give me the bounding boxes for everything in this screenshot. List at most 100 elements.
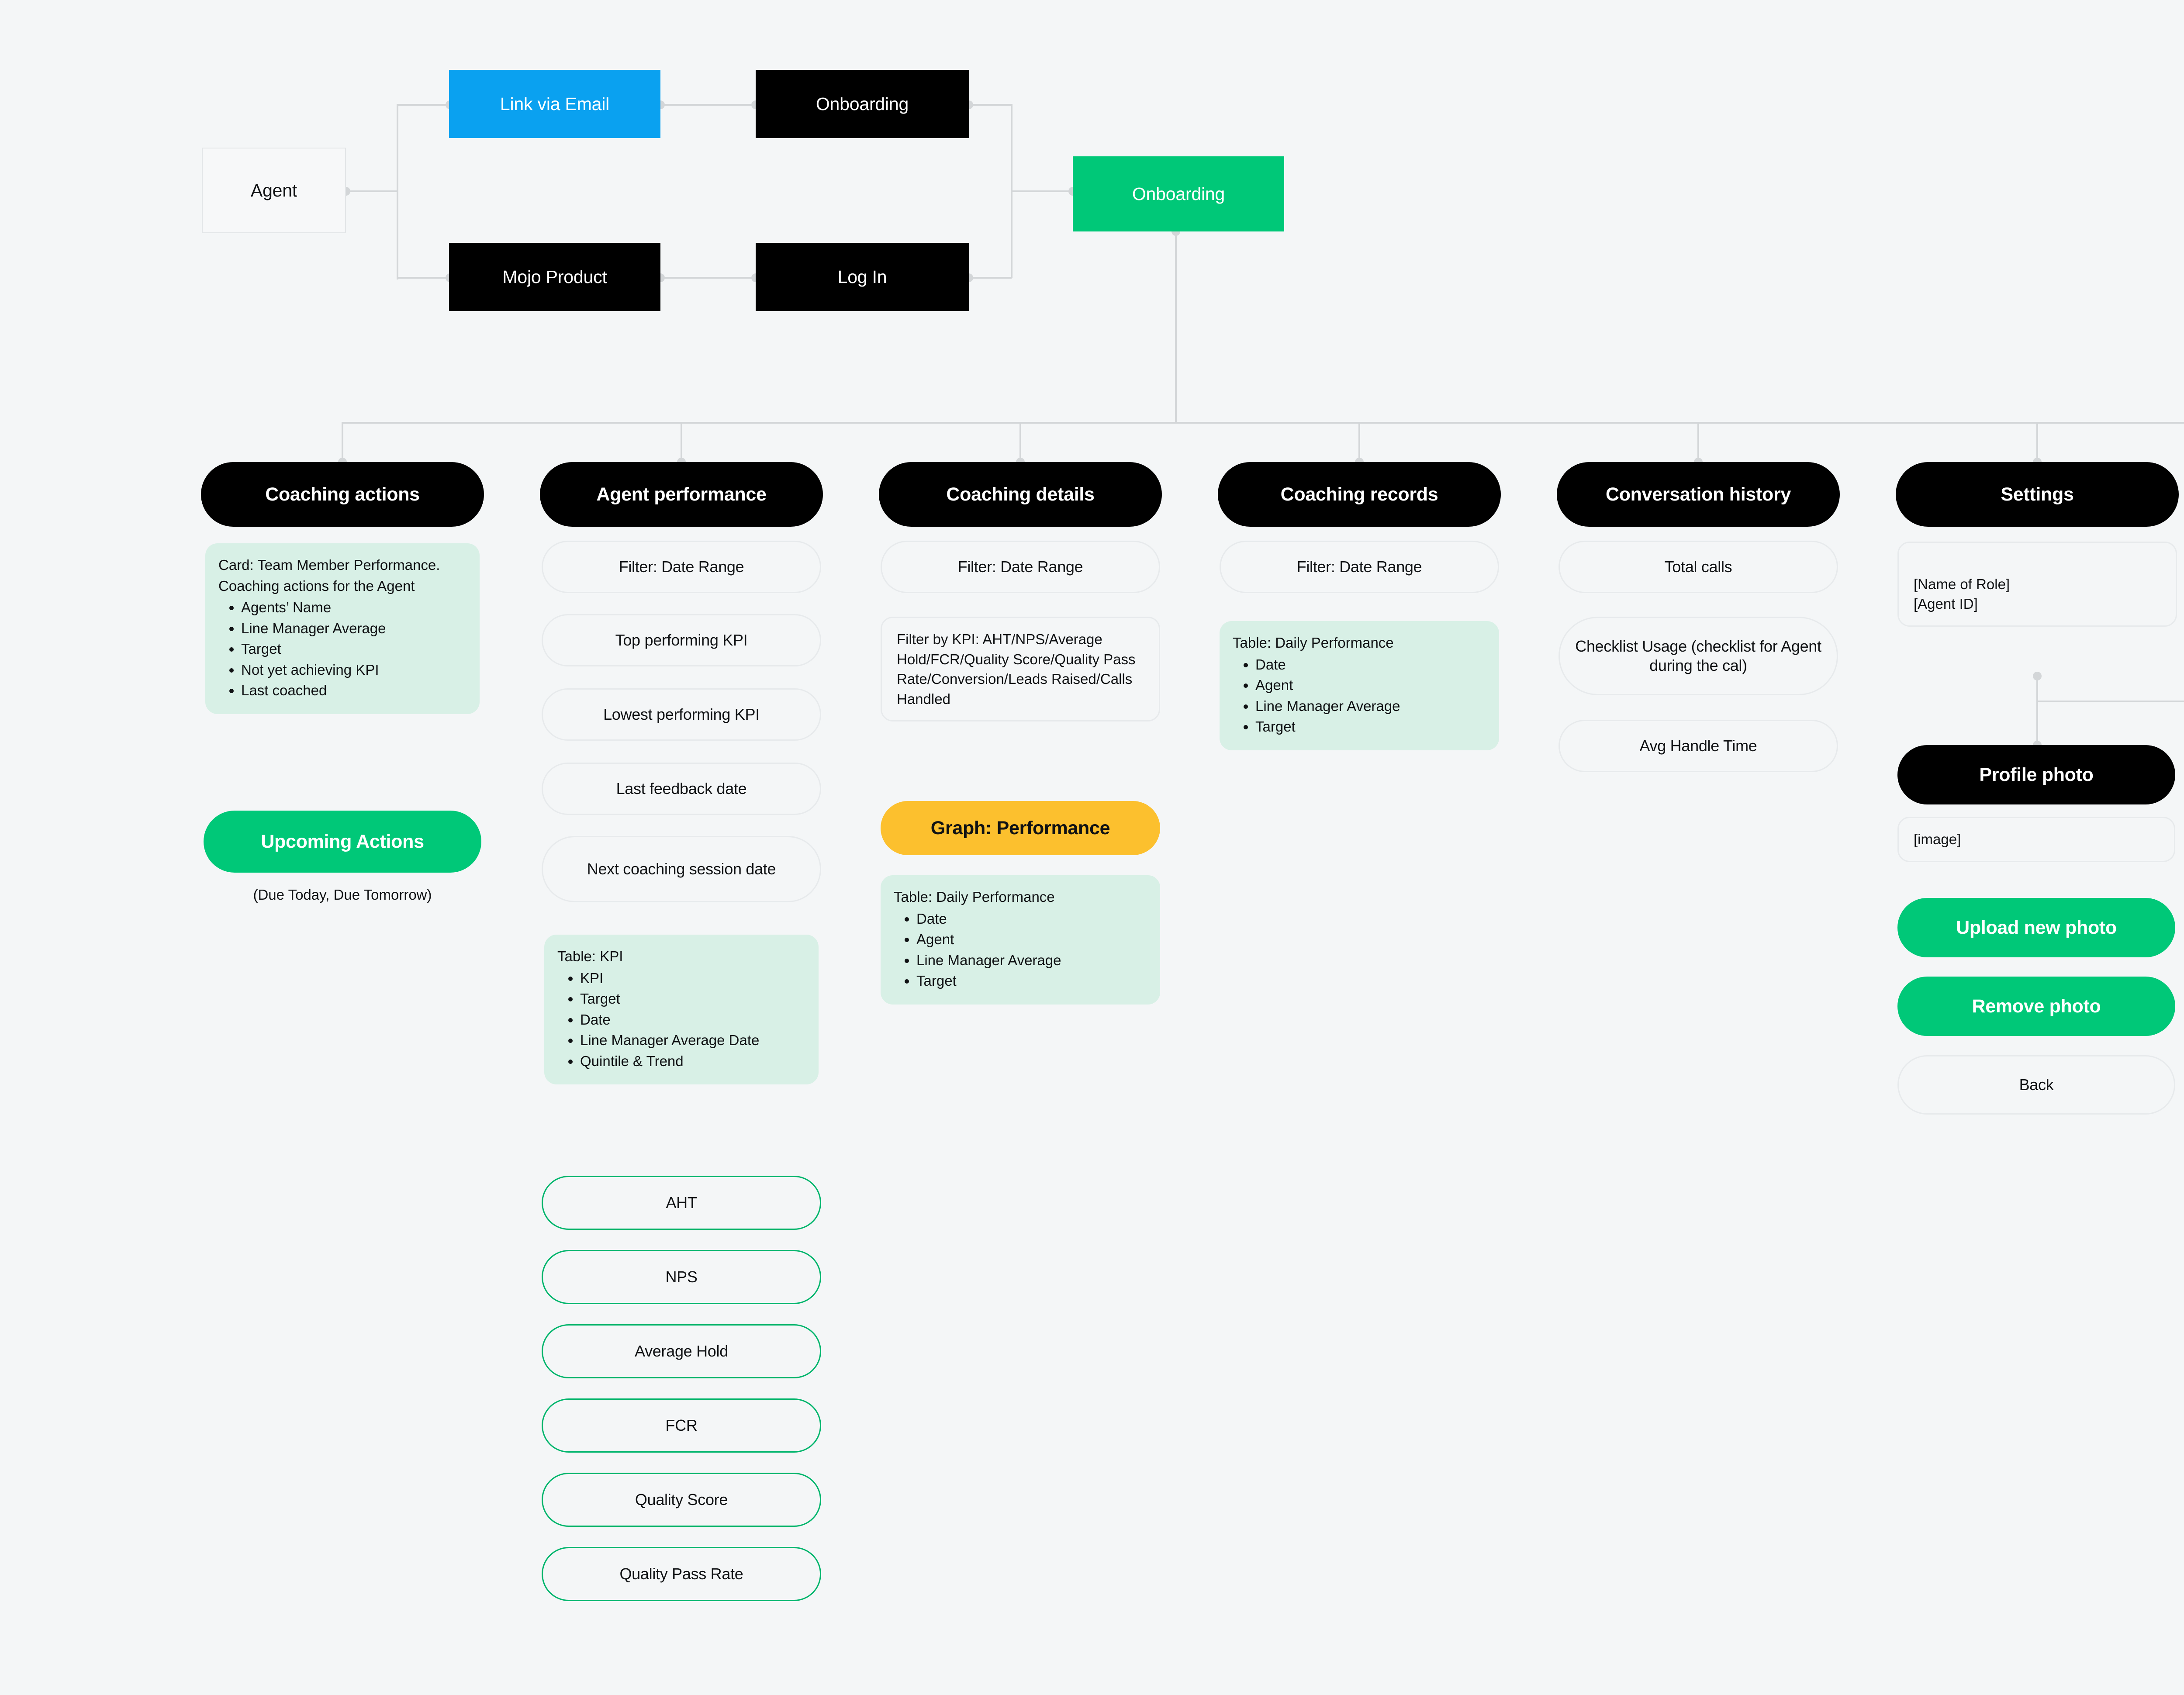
header-agent-performance[interactable]: Agent performance <box>540 462 823 527</box>
button-kpi-nps[interactable]: NPS <box>542 1250 821 1304</box>
wire-hub-down <box>1175 231 1177 423</box>
list-item: Quintile & Trend <box>580 1051 805 1072</box>
list-item: Line Manager Average Date <box>580 1030 805 1051</box>
wire-to-onboarding-hub <box>1011 190 1072 192</box>
list-item: Line Manager Average <box>1255 696 1486 717</box>
card-table-daily-performance-details: Table: Daily Performance Date Agent Line… <box>881 875 1160 1005</box>
wire-drop-coaching-records <box>1358 422 1360 461</box>
item-agent-performance-top-kpi[interactable]: Top performing KPI <box>542 614 821 666</box>
item-coaching-records-filter-date-range[interactable]: Filter: Date Range <box>1220 541 1499 593</box>
header-coaching-details[interactable]: Coaching details <box>879 462 1162 527</box>
item-agent-performance-next-session-date[interactable]: Next coaching session date <box>542 836 821 902</box>
node-onboarding-hub[interactable]: Onboarding <box>1073 156 1284 231</box>
card-heading: Card: Team Member Performance. Coaching … <box>218 557 440 594</box>
wire-drop-coaching-actions <box>342 422 343 461</box>
button-kpi-average-hold[interactable]: Average Hold <box>542 1324 821 1378</box>
header-conversation-history[interactable]: Conversation history <box>1557 462 1840 527</box>
item-coaching-details-filter-date-range[interactable]: Filter: Date Range <box>881 541 1160 593</box>
item-label: Last feedback date <box>616 780 747 797</box>
card-table-kpi: Table: KPI KPI Target Date Line Manager … <box>544 935 819 1085</box>
button-remove-photo[interactable]: Remove photo <box>1897 977 2175 1036</box>
list-item: KPI <box>580 968 805 989</box>
item-label: Filter: Date Range <box>1296 558 1422 576</box>
list-item: Date <box>916 908 1147 929</box>
wire-login-out <box>968 277 1012 279</box>
field-value: [image] <box>1914 831 1961 847</box>
info-settings-role-text: [Name of Role] [Agent ID] <box>1914 576 2010 612</box>
wire-to-mojo <box>397 277 449 279</box>
header-profile-photo[interactable]: Profile photo <box>1897 745 2175 804</box>
card-bullet-list: Date Agent Line Manager Average Target <box>894 908 1147 991</box>
button-label: Upload new photo <box>1956 917 2117 938</box>
list-item: Date <box>1255 654 1486 675</box>
button-profile-photo-back[interactable]: Back <box>1897 1055 2175 1115</box>
item-label: Total calls <box>1664 558 1732 576</box>
list-item: Agent <box>916 929 1147 950</box>
node-onboarding-hub-label: Onboarding <box>1132 183 1225 204</box>
header-coaching-details-label: Coaching details <box>946 483 1095 505</box>
wire-agent-out <box>345 190 397 192</box>
button-upload-new-photo[interactable]: Upload new photo <box>1897 898 2175 957</box>
wire-drop-coaching-details <box>1019 422 1021 461</box>
node-mojo-product[interactable]: Mojo Product <box>449 243 660 311</box>
card-heading: Table: Daily Performance <box>894 889 1055 905</box>
item-label: Checklist Usage (checklist for Agent dur… <box>1575 637 1821 674</box>
field-profile-photo-image[interactable]: [image] <box>1897 817 2175 862</box>
button-kpi-quality-pass-rate[interactable]: Quality Pass Rate <box>542 1547 821 1601</box>
header-coaching-actions-label: Coaching actions <box>265 483 420 505</box>
item-label: Lowest performing KPI <box>603 705 760 723</box>
card-bullet-list: Agents’ Name Line Manager Average Target… <box>218 597 467 701</box>
item-label: Filter: Date Range <box>957 558 1083 576</box>
list-item: Agents’ Name <box>241 597 467 618</box>
node-log-in-label: Log In <box>837 266 887 287</box>
button-kpi-quality-score[interactable]: Quality Score <box>542 1473 821 1527</box>
item-coaching-details-filter-by-kpi[interactable]: Filter by KPI: AHT/NPS/Average Hold/FCR/… <box>881 617 1160 722</box>
item-conversation-history-avg-handle-time[interactable]: Avg Handle Time <box>1559 720 1838 772</box>
info-settings-role: [Name of Role] [Agent ID] <box>1897 542 2177 627</box>
list-item: Last coached <box>241 680 467 701</box>
item-agent-performance-lowest-kpi[interactable]: Lowest performing KPI <box>542 688 821 741</box>
node-agent[interactable]: Agent <box>202 148 346 233</box>
card-coaching-actions: Card: Team Member Performance. Coaching … <box>205 543 480 714</box>
item-conversation-history-total-calls[interactable]: Total calls <box>1559 541 1838 593</box>
list-item: Line Manager Average <box>916 950 1147 971</box>
node-onboarding-top[interactable]: Onboarding <box>756 70 969 138</box>
button-label: Quality Score <box>635 1491 728 1509</box>
item-agent-performance-filter-date-range[interactable]: Filter: Date Range <box>542 541 821 593</box>
list-item: Date <box>580 1009 805 1030</box>
list-item: Line Manager Average <box>241 618 467 639</box>
wire-mojo-to-login <box>660 277 756 279</box>
header-agent-performance-label: Agent performance <box>596 483 767 505</box>
list-item: Not yet achieving KPI <box>241 659 467 680</box>
header-settings[interactable]: Settings <box>1896 462 2179 527</box>
item-label: Filter: Date Range <box>619 558 744 576</box>
button-upcoming-actions[interactable]: Upcoming Actions <box>204 811 481 873</box>
button-label: Remove photo <box>1972 995 2101 1017</box>
caption-upcoming-actions-due: (Due Today, Due Tomorrow) <box>253 887 432 903</box>
button-label: AHT <box>666 1194 697 1212</box>
item-agent-performance-last-feedback-date[interactable]: Last feedback date <box>542 763 821 815</box>
card-heading: Table: Daily Performance <box>1233 635 1394 651</box>
header-coaching-records[interactable]: Coaching records <box>1218 462 1501 527</box>
list-item: Target <box>916 970 1147 991</box>
wire-drop-agent-performance <box>681 422 682 461</box>
wire-main-bus <box>342 422 2184 424</box>
header-coaching-actions[interactable]: Coaching actions <box>201 462 484 527</box>
button-label: NPS <box>665 1268 698 1286</box>
item-conversation-history-checklist-usage[interactable]: Checklist Usage (checklist for Agent dur… <box>1559 617 1838 695</box>
node-agent-label: Agent <box>250 180 297 200</box>
node-graph-performance[interactable]: Graph: Performance <box>881 801 1160 855</box>
list-item: Agent <box>1255 675 1486 696</box>
header-settings-label: Settings <box>2001 483 2074 505</box>
node-log-in[interactable]: Log In <box>756 243 969 311</box>
node-onboarding-top-label: Onboarding <box>816 93 909 114</box>
node-link-via-email[interactable]: Link via Email <box>449 70 660 138</box>
button-kpi-aht[interactable]: AHT <box>542 1176 821 1230</box>
card-table-daily-performance-records: Table: Daily Performance Date Agent Line… <box>1220 621 1499 750</box>
button-label: Back <box>2019 1076 2054 1094</box>
wire-drop-settings <box>2036 422 2038 461</box>
card-heading: Table: KPI <box>557 948 623 964</box>
card-bullet-list: KPI Target Date Line Manager Average Dat… <box>557 968 805 1072</box>
button-kpi-fcr[interactable]: FCR <box>542 1398 821 1453</box>
